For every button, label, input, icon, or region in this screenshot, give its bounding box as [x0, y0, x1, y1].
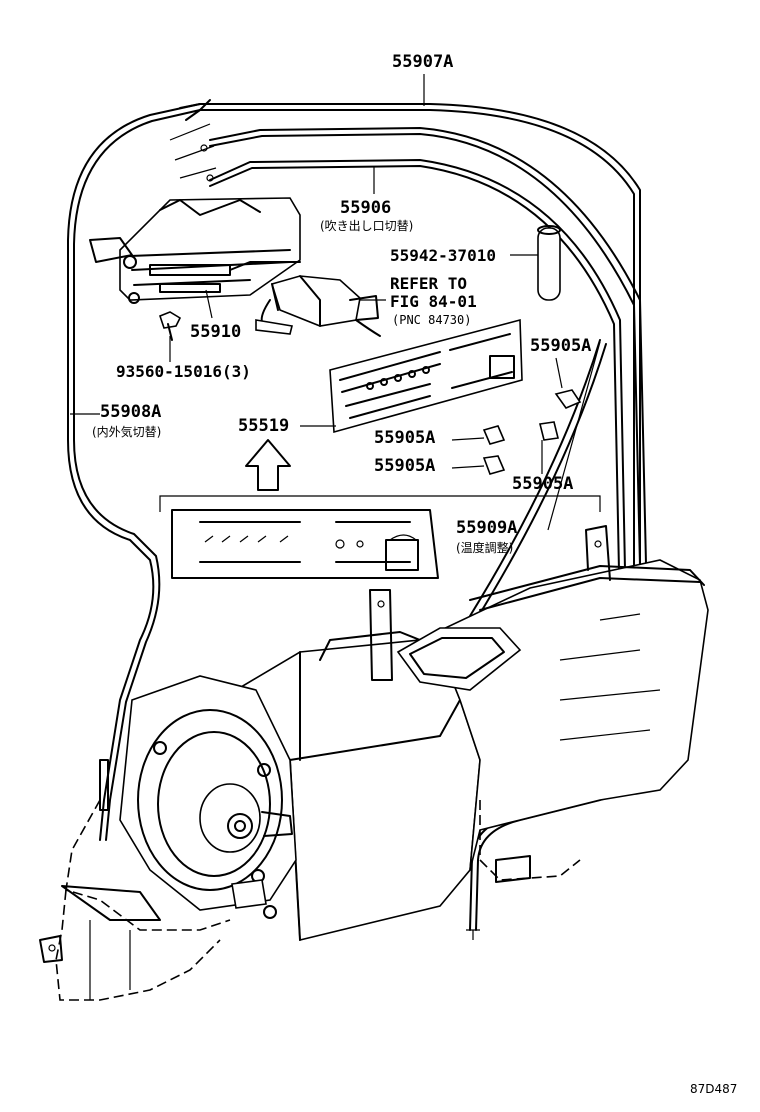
knob-55905A-2: [482, 425, 506, 445]
label-55908A-note: (内外気切替): [92, 425, 162, 439]
label-55905A-3: 55905A: [374, 456, 436, 476]
label-55942-37010: 55942-37010: [390, 246, 496, 265]
cable-end-fittings: [169, 99, 217, 182]
label-55910: 55910: [190, 322, 242, 342]
blower-unit: [119, 675, 297, 919]
label-55909A: 55909A: [456, 518, 518, 538]
label-refer-fig: FIG 84-01: [390, 292, 477, 311]
label-55905A-2: 55905A: [374, 428, 436, 448]
label-55907A: 55907A: [392, 52, 454, 72]
diagram-code: 87D487: [690, 1082, 738, 1096]
label-55908A: 55908A: [100, 402, 162, 422]
label-refer-pnc: (PNC 84730): [392, 313, 472, 327]
panel-detail-inset: [159, 495, 601, 579]
heater-unit-body: [234, 631, 481, 942]
blower-switch-connector: [255, 275, 381, 337]
label-refer-to: REFER TO: [390, 274, 468, 293]
label-55905A-1: 55905A: [530, 336, 592, 356]
knob-55905A-4: [539, 421, 559, 441]
up-arrow: [245, 439, 291, 491]
label-55519: 55519: [238, 416, 290, 436]
label-55906-note: (吹き出し口切替): [320, 219, 414, 233]
label-55905A-4: 55905A: [512, 474, 574, 494]
tube-55942-37010: [537, 225, 561, 301]
label-93560-15016: 93560-15016(3): [116, 362, 251, 381]
heater-control-assembly-55910: [89, 197, 301, 304]
blower-duct: [39, 799, 231, 1001]
screw-93560: [159, 311, 182, 341]
label-55909A-note: (温度調整): [456, 541, 514, 555]
knob-55905A-3: [482, 455, 506, 475]
leader-lines: [70, 74, 601, 531]
knob-55905A-1: [554, 389, 582, 409]
heater-core-case: [369, 525, 709, 883]
label-55906: 55906: [340, 198, 392, 218]
cable-55908A: [67, 103, 201, 841]
control-panel-55519: [329, 318, 523, 434]
